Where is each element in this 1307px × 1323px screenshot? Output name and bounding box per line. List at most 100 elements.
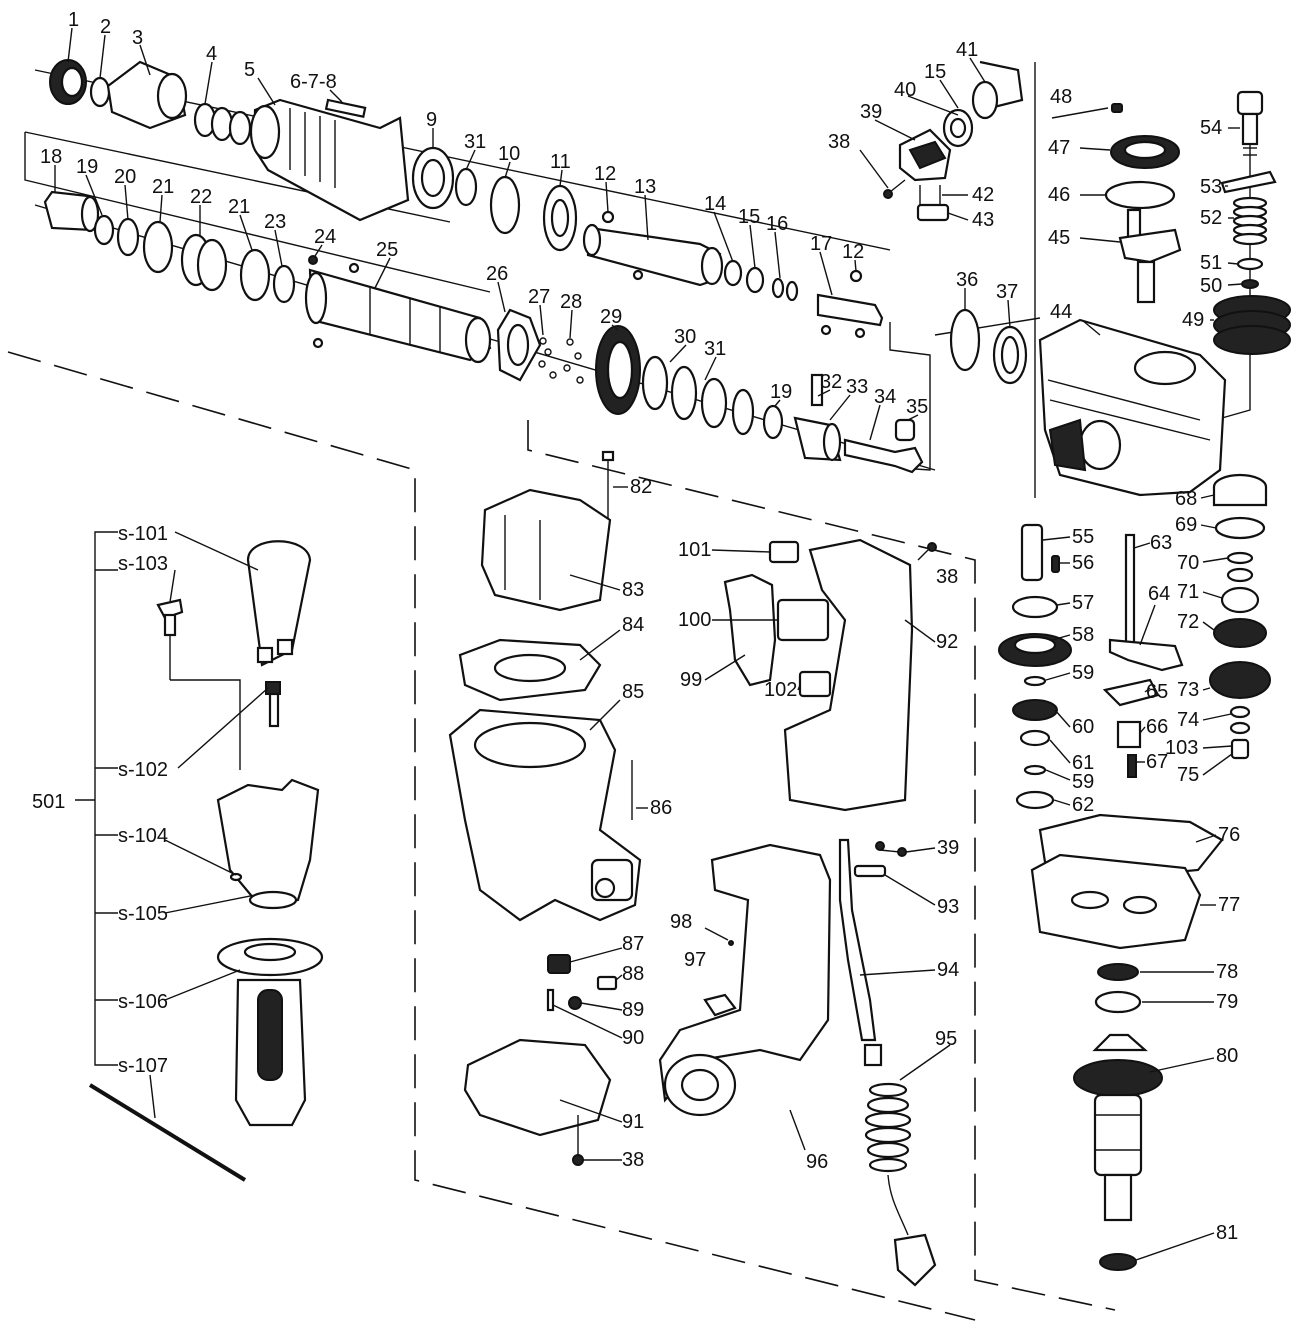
label-70: 70 — [1177, 552, 1199, 574]
label-66: 66 — [1146, 716, 1168, 738]
label-47: 47 — [1048, 137, 1070, 159]
label-23: 23 — [264, 211, 286, 233]
label-12-right: 12 — [842, 241, 864, 263]
label-20: 20 — [114, 166, 136, 188]
label-s-107: s-107 — [118, 1055, 168, 1077]
label-74: 74 — [1177, 709, 1199, 731]
label-15-mid: 15 — [738, 206, 760, 228]
label-64: 64 — [1148, 583, 1170, 605]
label-79: 79 — [1216, 991, 1238, 1013]
label-91: 91 — [622, 1111, 644, 1133]
label-16: 16 — [766, 213, 788, 235]
label-12-top: 12 — [594, 163, 616, 185]
label-31-top: 31 — [464, 131, 486, 153]
label-9: 9 — [426, 109, 437, 131]
label-40: 40 — [894, 79, 916, 101]
label-38-handle: 38 — [936, 566, 958, 588]
label-s-104: s-104 — [118, 825, 168, 847]
side-handle-assembly — [88, 540, 324, 1182]
label-43: 43 — [972, 209, 994, 231]
label-90: 90 — [622, 1027, 644, 1049]
label-99: 99 — [680, 669, 702, 691]
label-59-bottom: 59 — [1072, 771, 1094, 793]
label-37: 37 — [996, 281, 1018, 303]
label-52: 52 — [1200, 207, 1222, 229]
part-labels: 1 2 3 4 5 6-7-8 9 31 10 11 12 13 14 15 1… — [32, 9, 1240, 1244]
label-93: 93 — [937, 896, 959, 918]
label-85: 85 — [622, 681, 644, 703]
label-21-b: 21 — [228, 196, 250, 218]
label-15-top: 15 — [924, 61, 946, 83]
label-24: 24 — [314, 226, 336, 248]
label-6-7-8: 6-7-8 — [290, 71, 337, 93]
label-67: 67 — [1146, 751, 1168, 773]
label-56: 56 — [1072, 552, 1094, 574]
label-11: 11 — [550, 151, 571, 173]
label-17: 17 — [810, 233, 832, 255]
gear-column — [1209, 90, 1291, 760]
label-75: 75 — [1177, 764, 1199, 786]
label-18: 18 — [40, 146, 62, 168]
label-49: 49 — [1182, 309, 1204, 331]
label-38-top: 38 — [828, 131, 850, 153]
label-19-left: 19 — [76, 156, 98, 178]
label-80: 80 — [1216, 1045, 1238, 1067]
label-54: 54 — [1200, 117, 1222, 139]
label-s-102: s-102 — [118, 759, 168, 781]
housing-assembly — [883, 60, 1227, 497]
label-98: 98 — [670, 911, 692, 933]
label-19-right: 19 — [770, 381, 792, 403]
label-68: 68 — [1175, 488, 1197, 510]
label-10: 10 — [498, 143, 520, 165]
label-62: 62 — [1072, 794, 1094, 816]
label-31-bottom: 31 — [704, 338, 726, 360]
label-53: 53 — [1200, 176, 1222, 198]
label-28: 28 — [560, 291, 582, 313]
label-55: 55 — [1072, 526, 1094, 548]
label-101: 101 — [678, 539, 711, 561]
label-s-105: s-105 — [118, 903, 168, 925]
label-2: 2 — [100, 16, 111, 38]
label-34: 34 — [874, 386, 896, 408]
motor-housing — [448, 450, 642, 1166]
label-s-106: s-106 — [118, 991, 168, 1013]
label-41: 41 — [956, 39, 978, 61]
label-58: 58 — [1072, 624, 1094, 646]
label-57: 57 — [1072, 592, 1094, 614]
label-60: 60 — [1072, 716, 1094, 738]
label-5: 5 — [244, 59, 255, 81]
label-32: 32 — [820, 371, 842, 393]
label-94: 94 — [937, 959, 959, 981]
group-outlines — [7, 62, 1251, 1321]
label-13: 13 — [634, 176, 656, 198]
label-36: 36 — [956, 269, 978, 291]
label-76: 76 — [1218, 824, 1240, 846]
label-65: 65 — [1146, 681, 1168, 703]
label-48: 48 — [1050, 86, 1072, 108]
label-69: 69 — [1175, 514, 1197, 536]
label-61: 61 — [1072, 752, 1094, 774]
handle-parts — [658, 538, 937, 1287]
label-27: 27 — [528, 286, 550, 308]
label-21-a: 21 — [152, 176, 174, 198]
label-71: 71 — [1177, 581, 1199, 603]
barrel-assembly — [34, 190, 936, 474]
label-29: 29 — [600, 306, 622, 328]
label-88: 88 — [622, 963, 644, 985]
label-73: 73 — [1177, 679, 1199, 701]
label-39-bottom: 39 — [937, 837, 959, 859]
chuck-assembly — [34, 59, 891, 339]
label-77: 77 — [1218, 894, 1240, 916]
label-45: 45 — [1048, 227, 1070, 249]
label-1: 1 — [68, 9, 79, 31]
label-46: 46 — [1048, 184, 1070, 206]
label-59-top: 59 — [1072, 662, 1094, 684]
label-4: 4 — [206, 43, 217, 65]
label-78: 78 — [1216, 961, 1238, 983]
label-95: 95 — [935, 1028, 957, 1050]
label-86: 86 — [650, 797, 672, 819]
label-100: 100 — [678, 609, 711, 631]
label-63: 63 — [1150, 532, 1172, 554]
label-501: 501 — [32, 791, 65, 813]
gearbox-parts — [998, 523, 1224, 1271]
